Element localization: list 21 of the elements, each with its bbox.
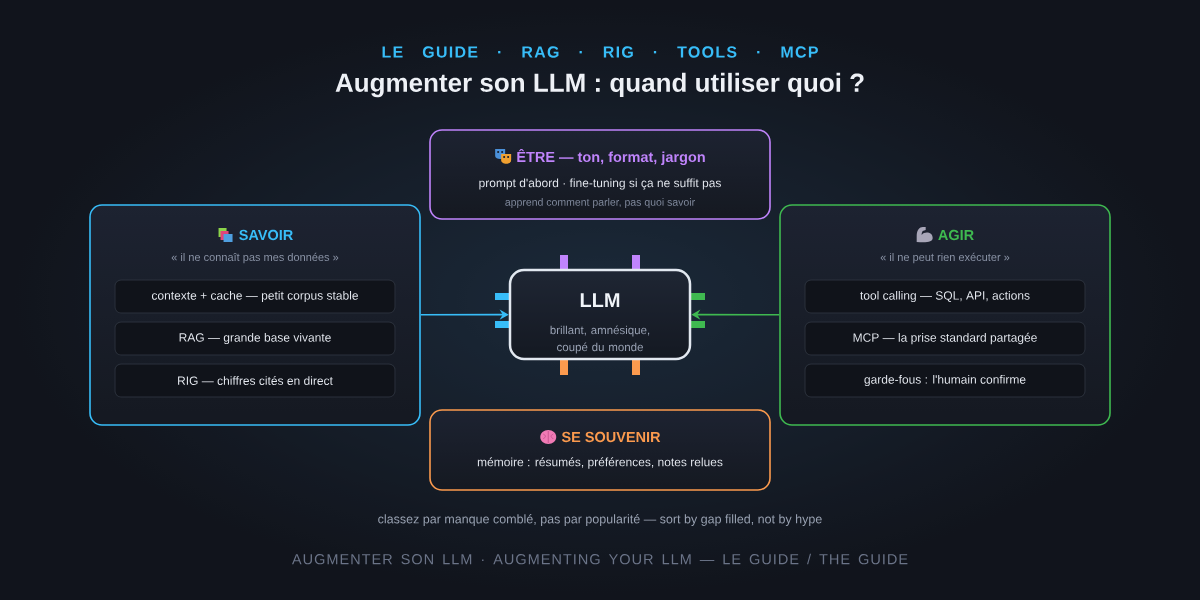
item-box: RAG — grande base vivante (114, 321, 396, 356)
item-box: RIG — chiffres cités en direct (114, 363, 396, 398)
title: Augmenter son LLM : quand utiliser quoi ? (335, 72, 864, 98)
footer: AUGMENTER SON LLM · AUGMENTING YOUR LLM — LE GUIDE / THE GUIDE (291, 553, 908, 565)
panel-heading: SAVOIR (239, 229, 293, 241)
item-box: MCP — la prise standard partagée (804, 321, 1086, 356)
panel-subtitle: « il ne peut rien exécuter » (880, 252, 1010, 264)
item-box: tool calling — SQL, API, actions (804, 279, 1086, 314)
panel-text: mémoire : résumés, préférences, notes relues (477, 457, 723, 469)
panel-heading: AGIR (938, 229, 974, 241)
note: classez par manque comblé, pas par popularité — sort by gap filled, not by hype (378, 514, 822, 526)
panel-note: apprend comment parler, pas quoi savoir (505, 198, 695, 208)
panel-text: prompt d'abord · fine-tuning si ça ne suffit pas (479, 178, 721, 190)
panel-heading: ÊTRE — ton, format, jargon (517, 148, 705, 166)
panel-heading: SE SOUVENIR (561, 431, 661, 443)
core-title: LLM (580, 293, 620, 307)
tagline: LE GUIDE · RAG · RIG · TOOLS · MCP (382, 46, 818, 58)
panel-subtitle: « il ne connaît pas mes données » (171, 252, 339, 264)
item-box: contexte + cache — petit corpus stable (114, 279, 396, 314)
item-box: garde-fous : l'humain confirme (804, 363, 1086, 398)
core-subtitle: brillant, amnésique, coupé du monde (550, 325, 650, 354)
